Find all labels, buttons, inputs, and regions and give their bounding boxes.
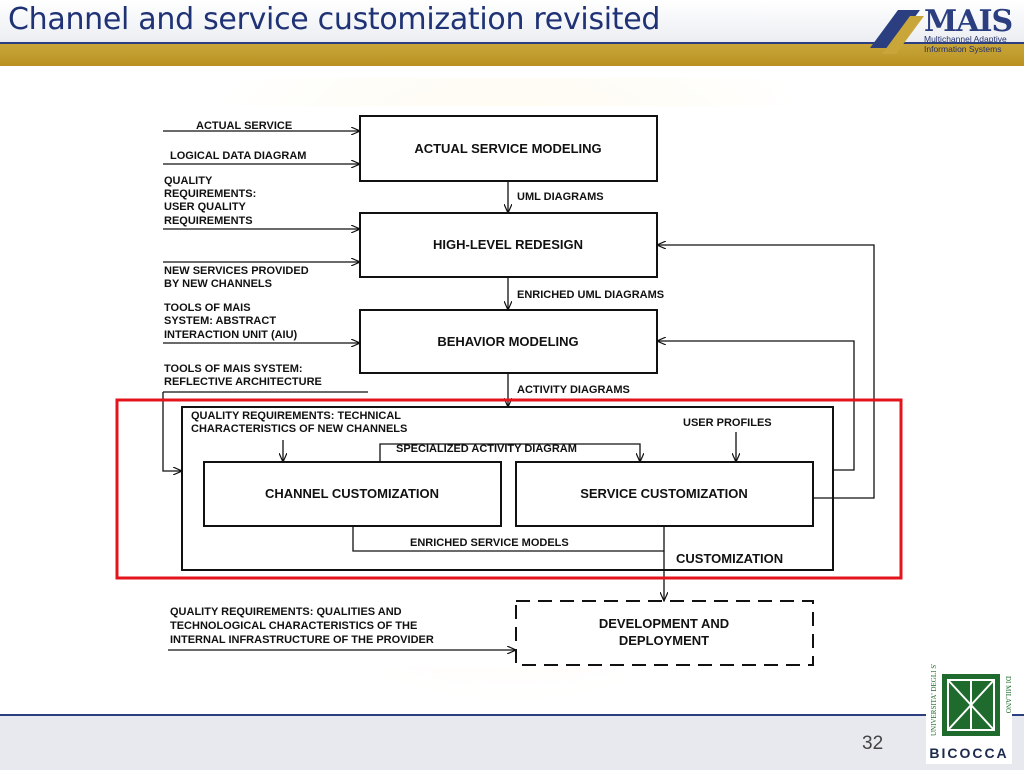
label-quality-req-3: USER QUALITY — [164, 201, 247, 213]
label-enriched-service-models: ENRICHED SERVICE MODELS — [410, 537, 569, 549]
label-specialized-activity: SPECIALIZED ACTIVITY DIAGRAM — [396, 443, 577, 455]
label-activity-diagrams: ACTIVITY DIAGRAMS — [517, 384, 630, 396]
line-enriched-service-models — [352, 526, 665, 552]
label-tools-aiu-1: TOOLS OF MAIS — [164, 302, 251, 314]
label-development-line2: DEPLOYMENT — [619, 633, 709, 648]
highlight-frame — [115, 398, 903, 580]
slide-title: Channel and service customization revisi… — [8, 2, 661, 37]
box-development-deployment — [515, 600, 814, 666]
label-customization: CUSTOMIZATION — [676, 551, 783, 566]
mais-logo-text: MAIS — [924, 4, 1013, 39]
label-actual-service: ACTUAL SERVICE — [196, 120, 292, 132]
diagram-panel — [158, 106, 876, 666]
mais-subtitle-line2: Information Systems — [924, 44, 1002, 54]
mais-logo — [870, 10, 924, 54]
label-quality-req-2: REQUIREMENTS: — [164, 188, 256, 200]
label-tools-reflective-1: TOOLS OF MAIS SYSTEM: — [164, 363, 303, 375]
mais-logo-subtitle: Multichannel Adaptive Information System… — [924, 34, 1007, 54]
page-number: 32 — [862, 733, 884, 754]
header-divider — [0, 42, 1024, 44]
mais-subtitle-line1: Multichannel Adaptive — [924, 34, 1007, 44]
label-actual-service-modeling: ACTUAL SERVICE MODELING — [414, 141, 601, 156]
footer-bar — [0, 714, 1024, 770]
bicocca-milano-text: DI MILANO — [1004, 676, 1012, 713]
label-channel-customization: CHANNEL CUSTOMIZATION — [265, 486, 439, 501]
arrow-tools-reflective — [162, 392, 182, 471]
label-enriched-uml: ENRICHED UML DIAGRAMS — [517, 289, 664, 301]
label-high-level-redesign: HIGH-LEVEL REDESIGN — [433, 237, 583, 252]
logo-stripe-gold — [882, 16, 924, 54]
label-provider-3: INTERNAL INFRASTRUCTURE OF THE PROVIDER — [170, 634, 434, 646]
label-development-line1: DEVELOPMENT AND — [599, 616, 729, 631]
label-user-profiles: USER PROFILES — [683, 417, 772, 429]
label-provider-2: TECHNOLOGICAL CHARACTERISTICS OF THE — [170, 620, 417, 632]
header-gold-band — [0, 44, 1024, 66]
arrow-feedback-redesign — [657, 245, 875, 499]
label-service-customization: SERVICE CUSTOMIZATION — [580, 486, 748, 501]
label-new-services-2: BY NEW CHANNELS — [164, 278, 272, 290]
label-provider-1: QUALITY REQUIREMENTS: QUALITIES AND — [170, 606, 402, 618]
bicocca-logo: UNIVERSITA' DEGLI STUDI DI MILANO BICOCC… — [926, 664, 1012, 764]
label-technical-2: CHARACTERISTICS OF NEW CHANNELS — [191, 423, 407, 435]
bicocca-name: BICOCCA — [929, 745, 1008, 761]
label-technical-1: QUALITY REQUIREMENTS: TECHNICAL — [191, 410, 401, 422]
label-tools-reflective-2: REFLECTIVE ARCHITECTURE — [164, 376, 322, 388]
label-tools-aiu-3: INTERACTION UNIT (AIU) — [164, 329, 298, 341]
label-tools-aiu-2: SYSTEM: ABSTRACT — [164, 315, 276, 327]
label-behavior-modeling: BEHAVIOR MODELING — [437, 334, 578, 349]
label-new-services-1: NEW SERVICES PROVIDED — [164, 265, 309, 277]
arrow-feedback-behavior — [657, 341, 855, 471]
bicocca-university-text: UNIVERSITA' DEGLI STUDI — [930, 664, 938, 736]
label-logical-data-diagram: LOGICAL DATA DIAGRAM — [170, 150, 306, 162]
arrow-specialized-activity — [379, 443, 640, 462]
label-quality-req-1: QUALITY — [164, 175, 213, 187]
label-uml-diagrams: UML DIAGRAMS — [517, 191, 604, 203]
label-quality-req-4: REQUIREMENTS — [164, 215, 253, 227]
